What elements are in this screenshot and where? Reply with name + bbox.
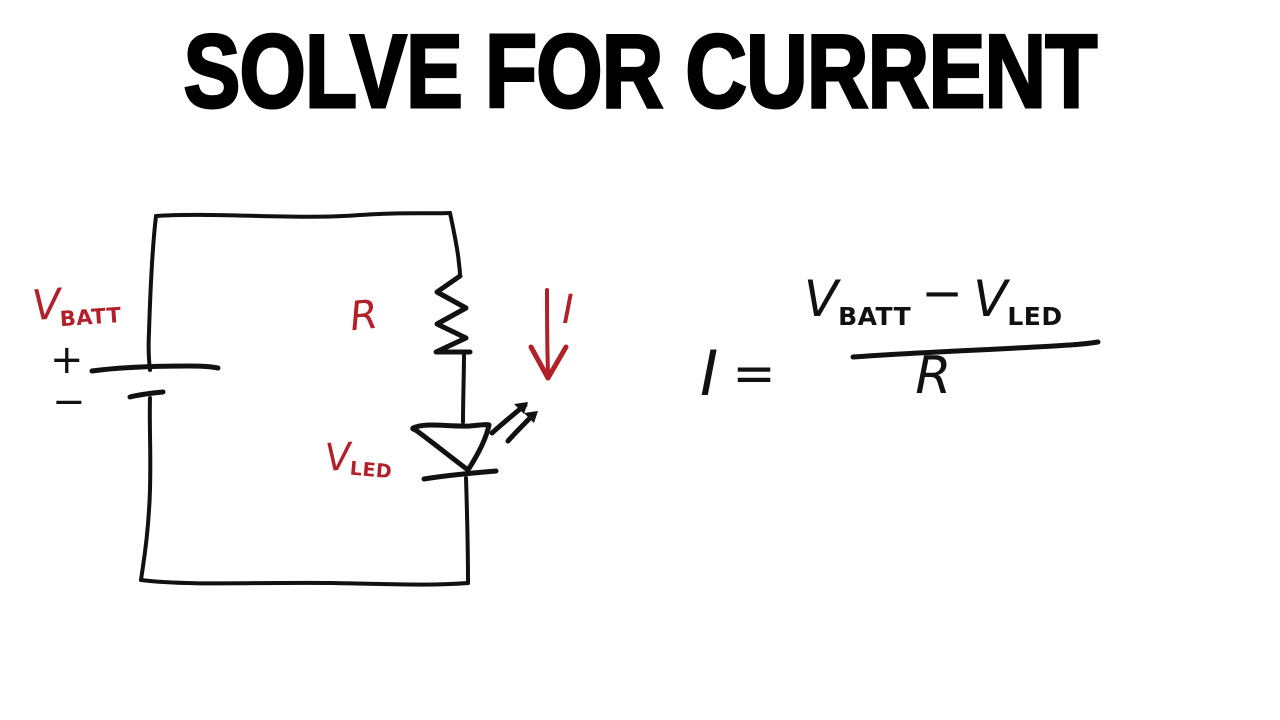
numerator-right-subscript: LED xyxy=(1007,302,1063,331)
led-cathode-bar xyxy=(421,468,499,482)
numerator-left-subscript: BATT xyxy=(838,302,912,331)
current-arrow-shaft xyxy=(545,288,550,374)
led-light-arrows xyxy=(489,402,538,444)
page-title: SOLVE FOR CURRENT xyxy=(182,14,1098,130)
led-light-arrow-1-head xyxy=(514,402,528,414)
equation-denominator: R xyxy=(915,346,952,406)
current-label: I xyxy=(562,287,574,333)
numerator-right-symbol: V xyxy=(973,270,1008,328)
wire-led-to-bottom xyxy=(464,476,470,585)
battery-voltage-subscript: BATT xyxy=(58,302,123,332)
equation-fraction-bar-spacer xyxy=(798,332,1069,340)
wire-bottom xyxy=(139,578,470,587)
led-triangle xyxy=(410,422,492,473)
battery-negative-plate xyxy=(127,389,166,400)
battery-voltage-symbol: V xyxy=(30,279,63,331)
equation-equals-sign: = xyxy=(732,344,776,404)
resistor-label: R xyxy=(347,291,381,341)
current-arrow-head-right xyxy=(545,344,569,381)
led-light-arrow-2-head xyxy=(524,411,538,423)
led-voltage-label: VLED xyxy=(323,434,394,483)
wire-right-upper xyxy=(448,211,462,278)
battery-positive-plate xyxy=(89,363,221,374)
current-arrow-head-left xyxy=(528,344,551,381)
equation-numerator: VBATT−VLED xyxy=(798,264,1069,332)
numerator-operator: − xyxy=(921,264,964,322)
wire-left-lower xyxy=(139,396,153,582)
wire-resistor-to-led xyxy=(461,352,466,424)
wire-top xyxy=(154,211,452,219)
current-arrow xyxy=(528,288,569,381)
numerator-left-symbol: V xyxy=(803,270,839,328)
current-equation: I = VBATT−VLED R xyxy=(700,264,1069,410)
led-voltage-symbol: V xyxy=(323,434,353,480)
led-voltage-subscript: LED xyxy=(348,457,394,484)
wire-left-upper xyxy=(146,214,158,372)
resistor-symbol xyxy=(433,273,473,355)
equation-lhs: I xyxy=(700,337,719,410)
battery-voltage-label: VBATT xyxy=(30,279,124,331)
battery-positive-sign: + xyxy=(50,337,84,383)
equation-fraction-bar xyxy=(850,339,1101,360)
battery-negative-sign: − xyxy=(52,379,86,425)
equation-fraction: VBATT−VLED R xyxy=(798,264,1069,406)
